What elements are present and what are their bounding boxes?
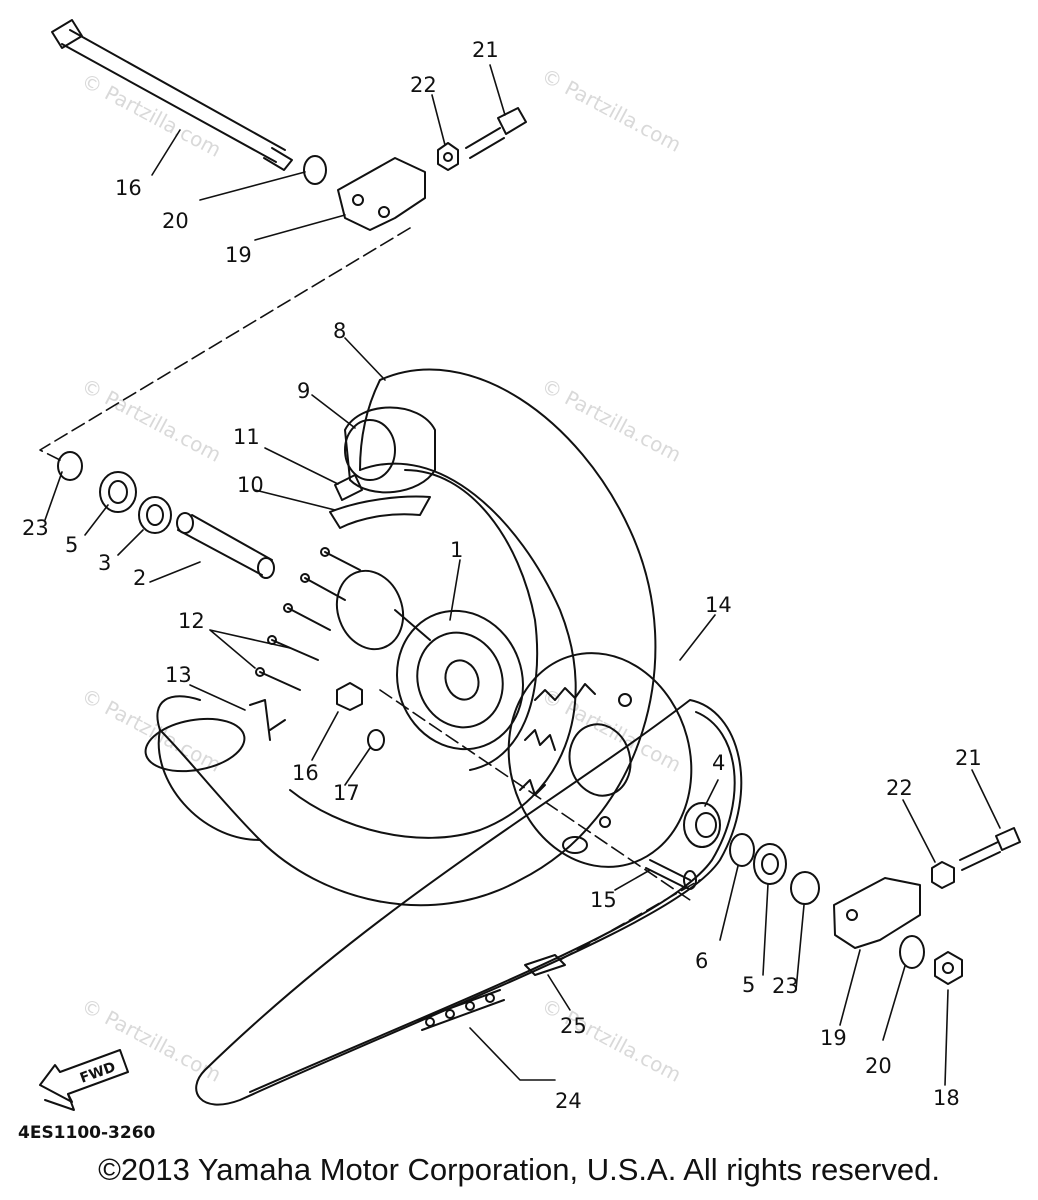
nut-part-22-right xyxy=(931,861,955,889)
nut-part-18 xyxy=(934,951,963,985)
axle-part-17 xyxy=(51,19,293,171)
callout-11: 12 xyxy=(178,609,205,633)
watermark-text: © Partzilla.com xyxy=(78,68,226,162)
callout-21-right: 21 xyxy=(955,746,982,770)
callout-16: 17 xyxy=(333,781,360,805)
callout-24: 24 xyxy=(555,1089,582,1113)
part-labels: 16 20 19 22 21 8 9 11 10 23 5 3 2 12 13 … xyxy=(18,38,982,1143)
callout-15: 16 xyxy=(292,761,319,785)
callout-22-top: 22 xyxy=(410,73,437,97)
callout-20-right: 20 xyxy=(865,1054,892,1078)
callout-14: 15 xyxy=(590,888,617,912)
callout-12: 13 xyxy=(165,663,192,687)
tube-part-8 xyxy=(344,406,436,494)
spacer-part-4 xyxy=(683,802,721,848)
sprocket-part-13 xyxy=(507,652,693,868)
callout-8: 9 xyxy=(297,379,310,403)
nut-part-22-top xyxy=(437,142,459,171)
callout-3: 3 xyxy=(98,551,111,575)
callout-10: 11 xyxy=(233,425,260,449)
watermark-text: © Partzilla.com xyxy=(538,993,686,1087)
callout-21-top: 21 xyxy=(472,38,499,62)
callout-4: 4 xyxy=(712,751,725,775)
callout-25: 25 xyxy=(560,1014,587,1038)
bolt-part-14 xyxy=(645,859,697,890)
callout-20-top: 20 xyxy=(162,209,189,233)
callout-2: 2 xyxy=(133,566,146,590)
rim-band-part-9 xyxy=(329,495,431,529)
bolts-part-11 xyxy=(255,547,361,691)
callout-9: 10 xyxy=(237,473,264,497)
rim-strip-part-12 xyxy=(249,699,286,741)
chain-adjuster-part-19-top xyxy=(337,157,426,231)
fwd-arrow-icon xyxy=(39,1049,129,1111)
parts-diagram: © Partzilla.com © Partzilla.com © Partzi… xyxy=(18,19,1021,1143)
washer-part-16 xyxy=(367,729,385,751)
watermark-text: © Partzilla.com xyxy=(78,373,226,467)
watermark-text: © Partzilla.com xyxy=(538,373,686,467)
callout-1: 1 xyxy=(450,538,463,562)
hub-part-1 xyxy=(335,569,524,751)
callout-5-right: 5 xyxy=(742,973,755,997)
callout-19-top: 19 xyxy=(225,243,252,267)
nut-part-15 xyxy=(336,682,363,711)
callout-22-right: 22 xyxy=(886,776,913,800)
collar-part-23-right xyxy=(790,871,820,905)
callout-6: 6 xyxy=(695,949,708,973)
bearing-part-5-right xyxy=(753,843,787,885)
callout-19-right: 19 xyxy=(820,1026,847,1050)
drive-chain xyxy=(195,699,743,1106)
callout-13: 14 xyxy=(705,593,732,617)
spacer-part-2 xyxy=(176,512,275,579)
callout-18: 18 xyxy=(933,1086,960,1110)
copyright-notice: ©2013 Yamaha Motor Corporation, U.S.A. A… xyxy=(98,1152,940,1187)
tire-part-7 xyxy=(144,368,657,907)
collar-part-23-left xyxy=(57,451,83,481)
leader-lines xyxy=(44,64,1001,1086)
bearing-part-3 xyxy=(138,496,172,534)
callout-23-left: 23 xyxy=(22,516,49,540)
watermark-text: © Partzilla.com xyxy=(538,63,686,157)
valve-part-10 xyxy=(334,474,363,501)
chain-adjuster-part-19-right xyxy=(833,877,921,949)
reference-lines xyxy=(39,227,701,961)
callout-23-right: 23 xyxy=(772,974,799,998)
washer-part-20-top xyxy=(303,155,327,185)
diagram-code: 4ES1100-3260 xyxy=(18,1123,156,1143)
callout-7: 8 xyxy=(333,319,346,343)
clip-part-25 xyxy=(524,954,566,976)
bolt-part-21-right xyxy=(959,827,1021,871)
washer-part-20-right xyxy=(899,935,925,969)
chain-joint-part-24 xyxy=(417,989,505,1031)
bolt-part-21-top xyxy=(465,107,527,159)
callout-5-left: 5 xyxy=(65,533,78,557)
circlip-part-6 xyxy=(729,833,755,867)
bearing-part-5-left xyxy=(99,471,137,513)
callout-17: 16 xyxy=(115,176,142,200)
watermark-text: © Partzilla.com xyxy=(538,683,686,777)
